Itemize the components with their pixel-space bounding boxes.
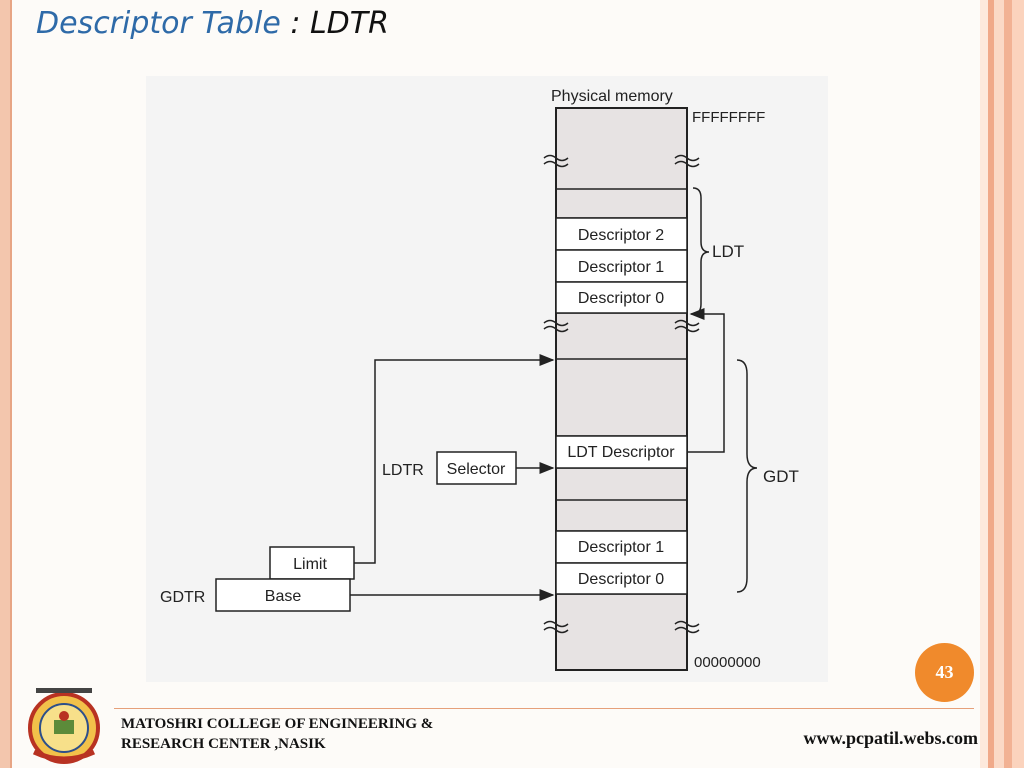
- base-label: Base: [265, 588, 302, 605]
- slide-title: Descriptor Table : LDTR: [36, 6, 389, 41]
- gdt-descriptor-1-label: Descriptor 1: [578, 539, 664, 556]
- gdt-label: GDT: [763, 467, 799, 486]
- college-name: MATOSHRI COLLEGE OF ENGINEERING & RESEAR…: [121, 714, 433, 754]
- ldt-descriptor-box: [555, 435, 688, 469]
- ldt-descriptor-1-label: Descriptor 1: [578, 259, 664, 276]
- gdt-descriptor-0-label: Descriptor 0: [578, 571, 664, 588]
- college-logo-icon: [28, 688, 100, 764]
- right-border-decoration: [980, 0, 1024, 768]
- gdt-brace: [736, 359, 758, 593]
- top-address-label: FFFFFFFF: [692, 109, 765, 126]
- page-number-badge: 43: [915, 643, 974, 702]
- break-marks: [543, 154, 700, 634]
- ldtr-diagram: Physical memory FFFFFFFF 00000000 Descri…: [146, 76, 828, 682]
- ldtr-label: LDTR: [382, 462, 424, 479]
- college-name-line1: MATOSHRI COLLEGE OF ENGINEERING &: [121, 716, 434, 732]
- gdtr-label: GDTR: [160, 589, 205, 606]
- ldt-descriptor-2-label: Descriptor 2: [578, 227, 664, 244]
- selector-box: [436, 451, 517, 485]
- footer-divider: [114, 708, 974, 709]
- diagram-canvas: Physical memory FFFFFFFF 00000000 Descri…: [160, 88, 799, 671]
- ldt-descriptor-0-label: Descriptor 0: [578, 290, 664, 307]
- limit-arrow: [354, 354, 555, 564]
- physical-memory-label: Physical memory: [551, 88, 673, 105]
- website-link[interactable]: www.pcpatil.webs.com: [803, 728, 979, 748]
- gdt-descriptor-0-box: [555, 562, 688, 595]
- selector-label: Selector: [447, 461, 506, 478]
- ldt-descriptor-2-box: [555, 217, 688, 251]
- left-border-decoration: [0, 0, 12, 768]
- ldt-descriptor-pointer-arrow: [687, 308, 725, 453]
- college-name-line2: RESEARCH CENTER ,NASIK: [121, 736, 326, 752]
- ldt-descriptor-0-box: [555, 281, 688, 314]
- ldt-label: LDT: [712, 242, 744, 261]
- slide-title-sub: : LDTR: [290, 6, 389, 41]
- base-box: [215, 578, 351, 612]
- slide-title-main: Descriptor Table: [36, 6, 281, 41]
- limit-label: Limit: [293, 556, 327, 573]
- ldt-descriptor-label: LDT Descriptor: [567, 444, 675, 461]
- ldt-brace: [692, 187, 710, 315]
- bottom-address-label: 00000000: [694, 654, 761, 671]
